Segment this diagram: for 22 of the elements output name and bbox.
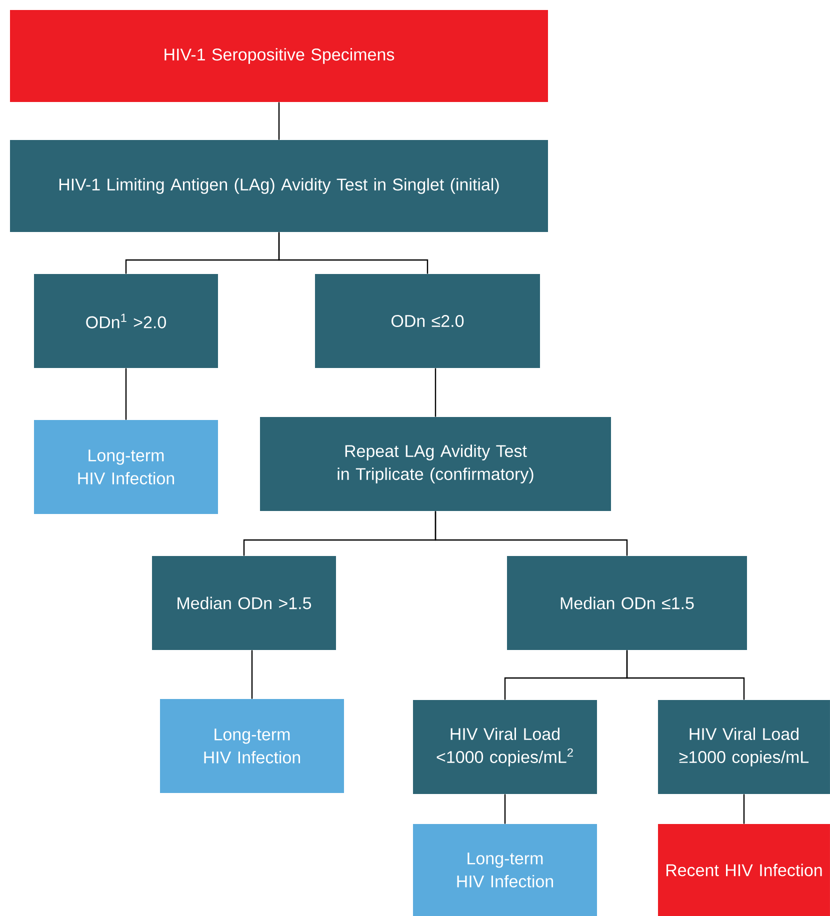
- connector-line: [278, 102, 280, 140]
- result-box: Recent HIV Infection: [658, 824, 830, 916]
- process-box: ODn$^{1}$ >2.0: [34, 274, 218, 368]
- result-box: Long-term HIV Infection: [413, 824, 597, 916]
- process-box: HIV Viral Load <1000 copies/mL$^{2}$: [413, 700, 597, 794]
- process-box: Median ODn >1.5: [152, 556, 336, 650]
- process-box: HIV-1 Limiting Antigen (LAg) Avidity Test in Singlet (initial): [10, 140, 548, 232]
- connector-line: [504, 794, 506, 824]
- connector-line: [125, 368, 127, 420]
- connector-line: [626, 650, 745, 700]
- process-box: ODn ≤2.0: [315, 274, 540, 368]
- result-box: Long-term HIV Infection: [34, 420, 218, 514]
- process-box: Median ODn ≤1.5: [507, 556, 747, 650]
- connector-line: [434, 511, 628, 556]
- connector-line: [434, 368, 436, 417]
- connector-line: [278, 232, 428, 274]
- result-box: HIV-1 Seropositive Specimens: [10, 10, 548, 102]
- connector-line: [743, 794, 745, 824]
- result-box: Long-term HIV Infection: [160, 699, 344, 793]
- connector-line: [251, 650, 253, 699]
- process-box: HIV Viral Load ≥1000 copies/mL: [658, 700, 830, 794]
- process-box: Repeat LAg Avidity Test in Triplicate (confirmatory): [260, 417, 611, 511]
